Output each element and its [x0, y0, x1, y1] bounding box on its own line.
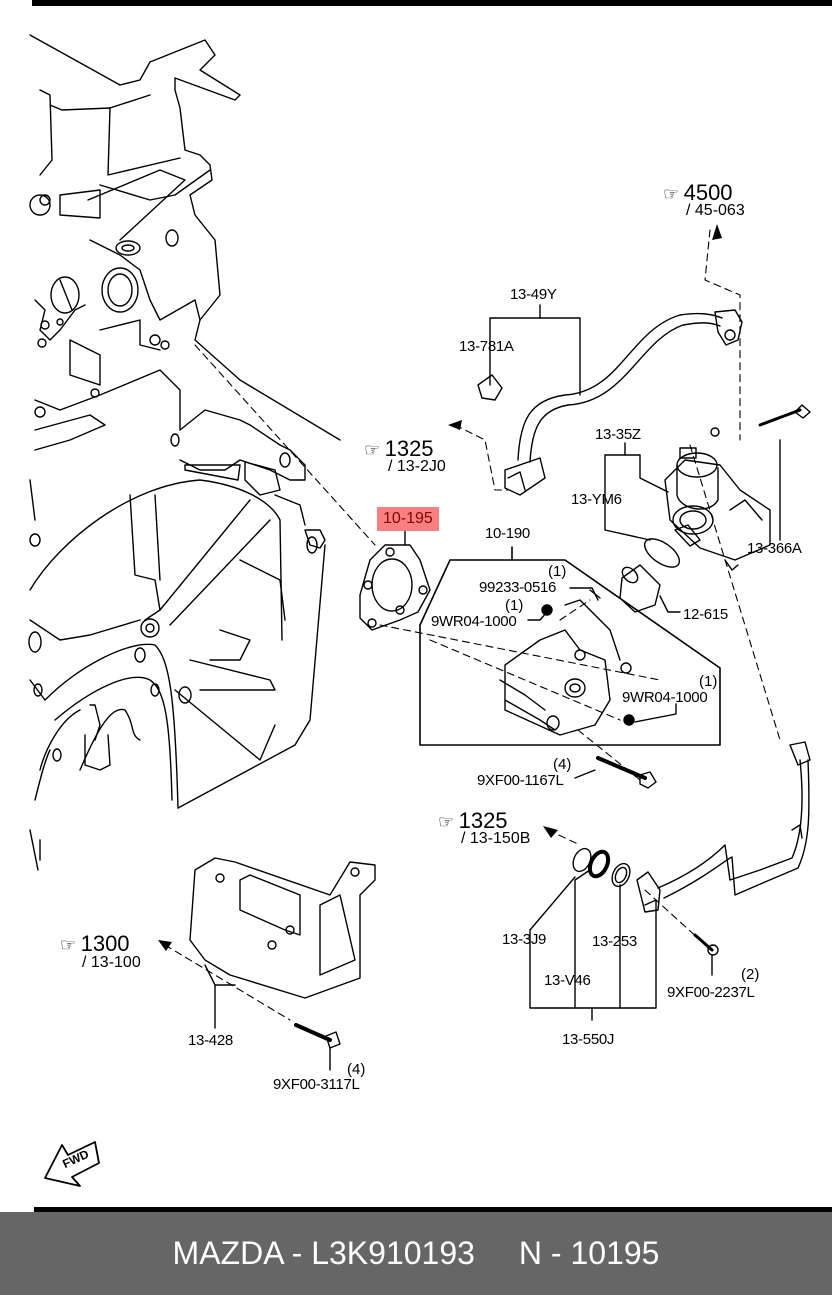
reference-1300[interactable]: ☞ 1300 — [60, 933, 130, 955]
pointing-hand-icon: ☞ — [438, 812, 455, 832]
high-pressure-pump-drawing — [619, 404, 811, 613]
bolt-1167L-drawing — [596, 756, 657, 789]
reference-group: 1300 — [80, 931, 130, 956]
bottom-border-rule — [34, 1207, 832, 1212]
part-label-99233-0516[interactable]: 99233-0516 — [479, 579, 557, 596]
part-label-9XF00-3117L[interactable]: 9XF00-3117L — [273, 1076, 360, 1093]
part-label-13-3J9[interactable]: 13-3J9 — [502, 931, 547, 948]
reference-1300-sub: / 13-100 — [82, 954, 141, 971]
part-label-10-190[interactable]: 10-190 — [485, 525, 530, 542]
part-label-13-428[interactable]: 13-428 — [188, 1032, 233, 1049]
footer-n-label: N — [518, 1235, 543, 1271]
reference-group: 4500 — [683, 180, 733, 205]
seals-and-pipe-drawing — [572, 741, 811, 956]
dashed-leaders — [164, 229, 781, 1021]
engine-block-drawing — [28, 34, 341, 871]
quantity-9WR04-1000-a: (1) — [505, 597, 524, 614]
footer-part-code: L3K910193 — [311, 1235, 475, 1271]
pointing-hand-icon: ☞ — [663, 184, 680, 204]
gasket-drawing — [359, 544, 431, 631]
quantity-9XF00-3117L: (4) — [347, 1061, 366, 1078]
arrowheads — [158, 224, 722, 951]
part-label-13-YM6[interactable]: 13-YM6 — [571, 491, 622, 508]
top-border-rule — [32, 0, 832, 6]
part-label-9XF00-1167L[interactable]: 9XF00-1167L — [477, 772, 564, 789]
vacuum-pump-drawing — [499, 589, 635, 736]
fwd-arrow-icon — [44, 1141, 100, 1187]
part-label-9WR04-1000-a[interactable]: 9WR04-1000 — [431, 613, 517, 630]
pointing-hand-icon: ☞ — [60, 935, 77, 955]
exploded-parts-diagram — [28, 34, 811, 1187]
quantity-99233-0516: (1) — [548, 563, 567, 580]
part-label-13-550J[interactable]: 13-550J — [562, 1031, 615, 1048]
footer-separator: - — [291, 1235, 303, 1271]
part-label-13-781A[interactable]: 13-781A — [459, 338, 514, 355]
bracket-drawing — [189, 857, 376, 1049]
reference-group: 1325 — [384, 436, 434, 461]
footer-caption: MAZDA - L3K910193 N - 10195 — [173, 1235, 660, 1272]
reference-1325-a[interactable]: ☞ 1325 — [364, 438, 434, 460]
part-label-13-49Y[interactable]: 13-49Y — [510, 286, 557, 303]
part-label-10-195-highlighted[interactable]: 10-195 — [377, 507, 439, 531]
part-label-13-35Z[interactable]: 13-35Z — [595, 426, 641, 443]
reference-4500-sub: / 45-063 — [686, 202, 745, 219]
part-label-13-366A[interactable]: 13-366A — [747, 540, 802, 557]
reference-4500[interactable]: ☞ 4500 — [663, 182, 733, 204]
quantity-9XF00-2237L: (2) — [741, 966, 760, 983]
reference-1325-b[interactable]: ☞ 1325 — [438, 810, 508, 832]
reference-1325-a-sub: / 13-2J0 — [388, 458, 446, 475]
fuel-pump-assembly-box — [419, 546, 721, 746]
part-label-9WR04-1000-b[interactable]: 9WR04-1000 — [622, 689, 708, 706]
leader-lines — [214, 304, 781, 1071]
footer-n-value: 10195 — [570, 1235, 660, 1271]
reference-1325-b-sub: / 13-150B — [461, 830, 531, 847]
fuel-hose-drawing — [477, 309, 743, 496]
footer-bar: MAZDA - L3K910193 N - 10195 — [0, 1212, 832, 1295]
pointing-hand-icon: ☞ — [364, 440, 381, 460]
part-label-13-V46[interactable]: 13-V46 — [544, 972, 591, 989]
reference-group: 1325 — [458, 808, 508, 833]
part-label-9XF00-2237L[interactable]: 9XF00-2237L — [667, 984, 755, 1001]
part-label-13-253[interactable]: 13-253 — [592, 933, 637, 950]
footer-brand: MAZDA — [172, 1235, 283, 1271]
footer-separator-2: - — [550, 1235, 562, 1271]
part-label-12-615[interactable]: 12-615 — [683, 606, 728, 623]
quantity-9XF00-1167L: (4) — [553, 756, 572, 773]
quantity-9WR04-1000-b: (1) — [699, 673, 718, 690]
